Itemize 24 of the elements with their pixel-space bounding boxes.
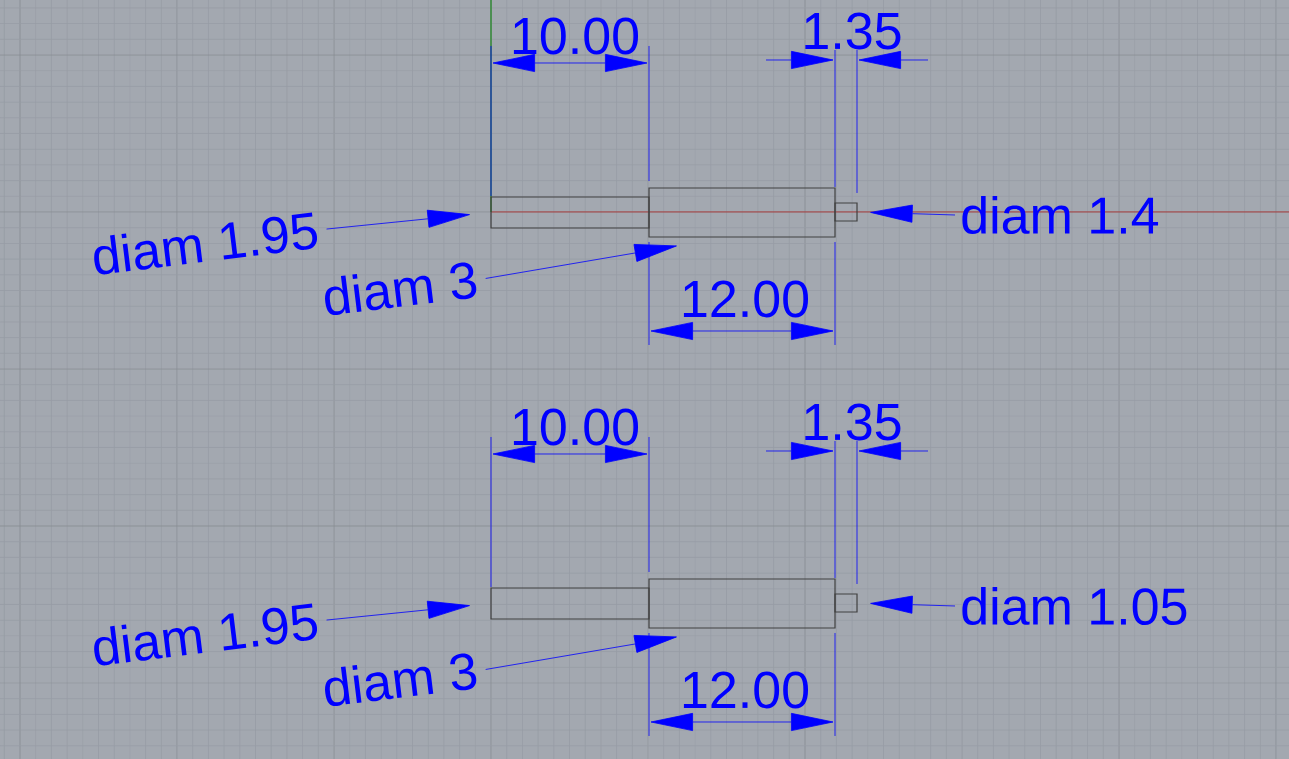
leader-line xyxy=(485,635,677,670)
dimension-label: 1.35 xyxy=(805,12,901,50)
dimension-label: 10.00 xyxy=(513,408,639,446)
shaft-section xyxy=(834,202,858,222)
shaft-section xyxy=(648,187,836,238)
leader-line xyxy=(870,204,956,223)
shaft-section xyxy=(648,578,836,629)
dimension-label: 12.00 xyxy=(683,671,809,709)
leader-line xyxy=(326,209,470,230)
shaft-section xyxy=(490,196,650,229)
dimension-label: 12.00 xyxy=(683,280,809,318)
leader-text: diam 3 xyxy=(325,653,477,707)
dimension-label: 1.35 xyxy=(805,403,901,441)
leader-text: diam 1.95 xyxy=(94,603,318,666)
leader-line xyxy=(870,595,956,614)
leader-text: diam 1.05 xyxy=(962,586,1187,626)
leader-text: diam 1.95 xyxy=(94,212,318,275)
leader-line xyxy=(485,244,677,279)
shaft-section xyxy=(490,587,650,620)
leader-line xyxy=(326,600,470,621)
leader-text: diam 3 xyxy=(325,262,477,316)
dimension-label: 10.00 xyxy=(513,17,639,55)
leader-text: diam 1.4 xyxy=(962,195,1159,235)
shaft-section xyxy=(834,593,858,613)
